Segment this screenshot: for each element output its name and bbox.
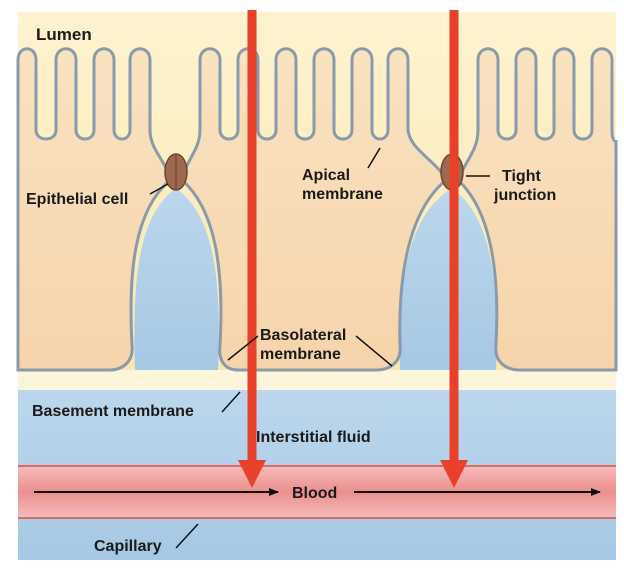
label-apical-line2: membrane	[302, 186, 383, 203]
paracellular-arrow	[440, 10, 468, 488]
leader-basolateral-left	[227, 335, 259, 361]
label-basement-membrane: Basement membrane	[32, 403, 194, 420]
label-tight-line1: Tight	[502, 168, 541, 185]
leader-basolateral-right	[355, 335, 393, 367]
transcellular-arrow	[238, 10, 266, 488]
label-capillary: Capillary	[94, 538, 162, 555]
label-blood: Blood	[292, 485, 337, 502]
leader-epithelial-cell	[149, 183, 169, 195]
epithelial-cell-3	[456, 47, 618, 372]
label-tight-line2: junction	[493, 187, 556, 204]
label-interstitial-fluid: Interstitial fluid	[256, 429, 371, 446]
leader-basement-membrane	[221, 391, 241, 413]
leader-apical-membrane	[367, 147, 381, 169]
basement-membrane-band	[18, 370, 616, 390]
label-apical-line1: Apical	[302, 167, 350, 184]
label-lumen: Lumen	[36, 25, 92, 44]
intercellular-space-right	[399, 188, 497, 370]
leader-capillary	[175, 523, 199, 549]
intercellular-space-left	[134, 188, 219, 370]
label-epithelial-cell: Epithelial cell	[26, 191, 128, 208]
tight-junction-left	[164, 153, 188, 191]
epithelial-cell-1	[16, 47, 172, 372]
label-basolateral-line1: Basolateral	[260, 327, 346, 344]
label-basolateral-line2: membrane	[260, 346, 341, 363]
